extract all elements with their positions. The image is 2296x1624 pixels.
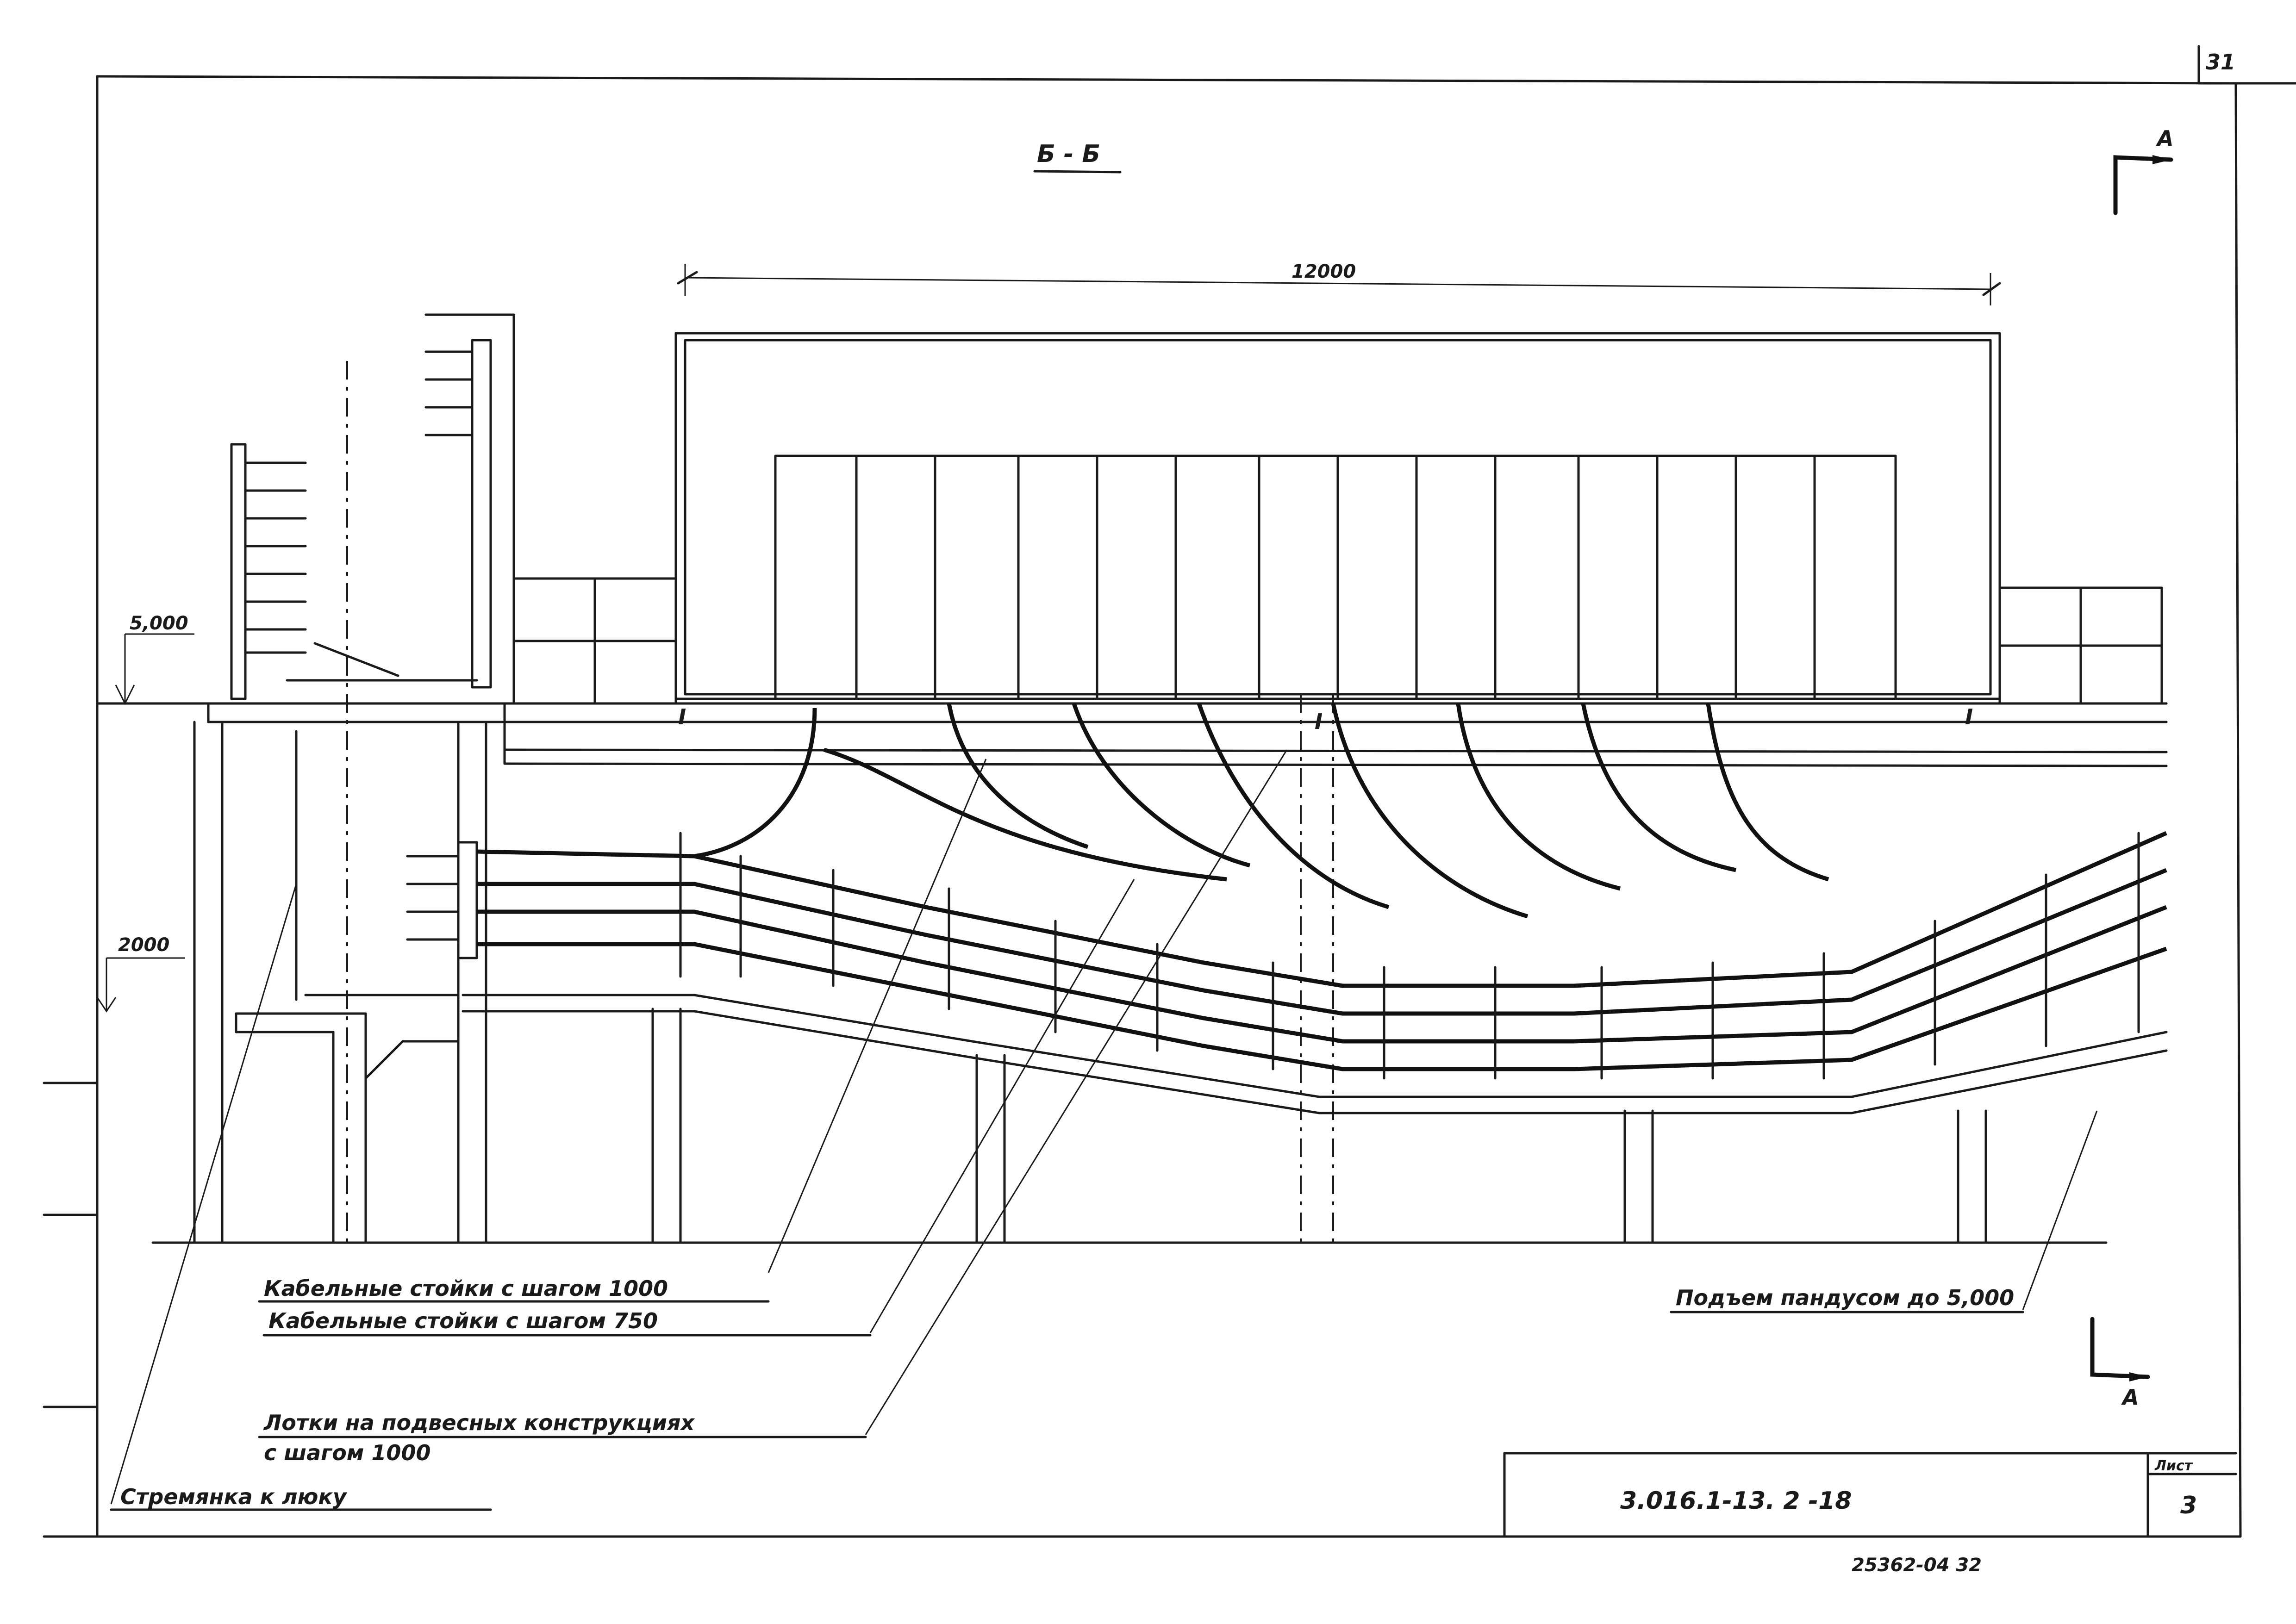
centerlines [346, 361, 1334, 1250]
section-marker-bottom: А [2090, 1317, 2150, 1410]
leader-lines [110, 749, 2098, 1505]
dimension-12000-text: 12000 [1292, 261, 1356, 282]
cable-rack-upper [424, 313, 515, 689]
title-block-designation: 3.016.1-13. 2 -18 [1620, 1487, 1852, 1515]
callout-cable-racks-1000: Кабельные стойки с шагом 1000 [258, 1276, 770, 1303]
section-marker-top-label: А [2156, 126, 2174, 151]
cable-rack-left [230, 443, 478, 700]
i-beam-right: I [1965, 704, 1973, 729]
archive-number: 25362-04 32 [1852, 1555, 1982, 1576]
callout-ladder: Стремянка к люку [110, 1484, 492, 1511]
i-beam-left: I [678, 704, 686, 729]
upper-slab [96, 702, 2168, 767]
equipment-outline [674, 332, 2001, 700]
side-panel-right [1998, 586, 2163, 705]
cable-rack-lower [295, 730, 478, 1001]
section-title-text: Б - Б [1037, 140, 1100, 168]
title-block: 3.016.1-13. 2 -18 Лист 3 [1503, 1452, 2237, 1538]
section-title: Б - Б [1033, 140, 1122, 174]
title-block-sheet-label: Лист [2154, 1458, 2193, 1474]
callout-ladder-text: Стремянка к люку [120, 1484, 348, 1509]
dimension-12000: 12000 [677, 261, 2001, 305]
callout-cable-racks-750: Кабельные стойки с шагом 750 [262, 1308, 872, 1337]
callout-cable-racks-750-text: Кабельные стойки с шагом 750 [268, 1308, 658, 1333]
side-panel-left [512, 577, 677, 705]
i-beams: I I I [678, 704, 1973, 734]
sheet-frame [43, 45, 2296, 1538]
level-mark-2000: 2000 [96, 934, 185, 1013]
level-mark-2000-text: 2000 [118, 934, 169, 956]
section-marker-top: А [2113, 126, 2174, 215]
level-mark-5000-text: 5,000 [130, 613, 188, 634]
lower-beam [235, 1012, 460, 1244]
callout-trays-line2: с шагом 1000 [264, 1440, 430, 1465]
ramp-trays [462, 831, 2168, 1114]
callout-trays-line1: Лотки на подвесных конструкциях [263, 1410, 695, 1435]
section-marker-bottom-label: А [2121, 1385, 2139, 1410]
callout-ramp-text: Подъем пандусом до 5,000 [1676, 1285, 2014, 1310]
columns [193, 721, 1987, 1244]
i-beam-center: I [1315, 709, 1323, 734]
drop-cables [694, 703, 1829, 919]
level-mark-5000: 5,000 [115, 613, 194, 705]
callout-cable-racks-1000-text: Кабельные стойки с шагом 1000 [264, 1276, 668, 1301]
sheet-number: 31 [2206, 50, 2235, 75]
callout-trays: Лотки на подвесных конструкциях с шагом … [258, 1410, 867, 1465]
callout-ramp: Подъем пандусом до 5,000 [1670, 1285, 2024, 1313]
title-block-sheet-value: 3 [2180, 1492, 2197, 1519]
